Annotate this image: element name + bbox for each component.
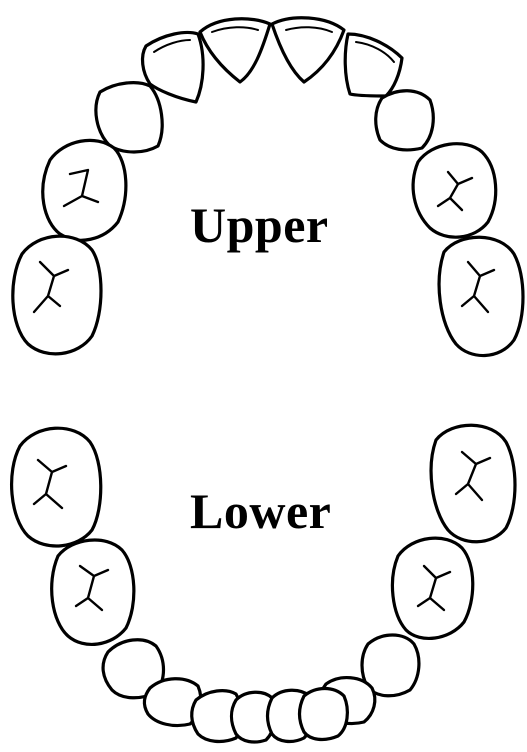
lower-left-lateral-incisor	[190, 689, 244, 744]
upper-right-molar-2	[437, 235, 525, 358]
upper-arch	[11, 16, 525, 358]
upper-arch-label: Upper	[190, 197, 329, 253]
lower-arch-label: Lower	[190, 483, 332, 539]
lower-right-molar-2	[429, 423, 517, 544]
lower-right-lateral-incisor	[297, 686, 349, 742]
lower-right-premolar	[360, 633, 421, 698]
upper-left-molar-1	[41, 138, 128, 242]
upper-left-lateral-incisor	[140, 30, 205, 104]
lower-right-molar-1	[390, 536, 475, 640]
upper-right-molar-1	[411, 142, 498, 239]
lower-left-canine	[142, 677, 203, 728]
upper-left-central-incisor	[198, 17, 272, 84]
upper-right-central-incisor	[270, 16, 346, 84]
lower-left-molar-2	[10, 426, 103, 548]
lower-arch	[10, 423, 517, 744]
upper-left-molar-2	[11, 234, 103, 356]
lower-left-molar-1	[50, 538, 136, 646]
lower-left-central-incisor	[229, 690, 277, 744]
upper-right-lateral-incisor	[343, 32, 404, 98]
upper-left-canine	[94, 81, 164, 154]
upper-right-canine	[374, 89, 435, 152]
